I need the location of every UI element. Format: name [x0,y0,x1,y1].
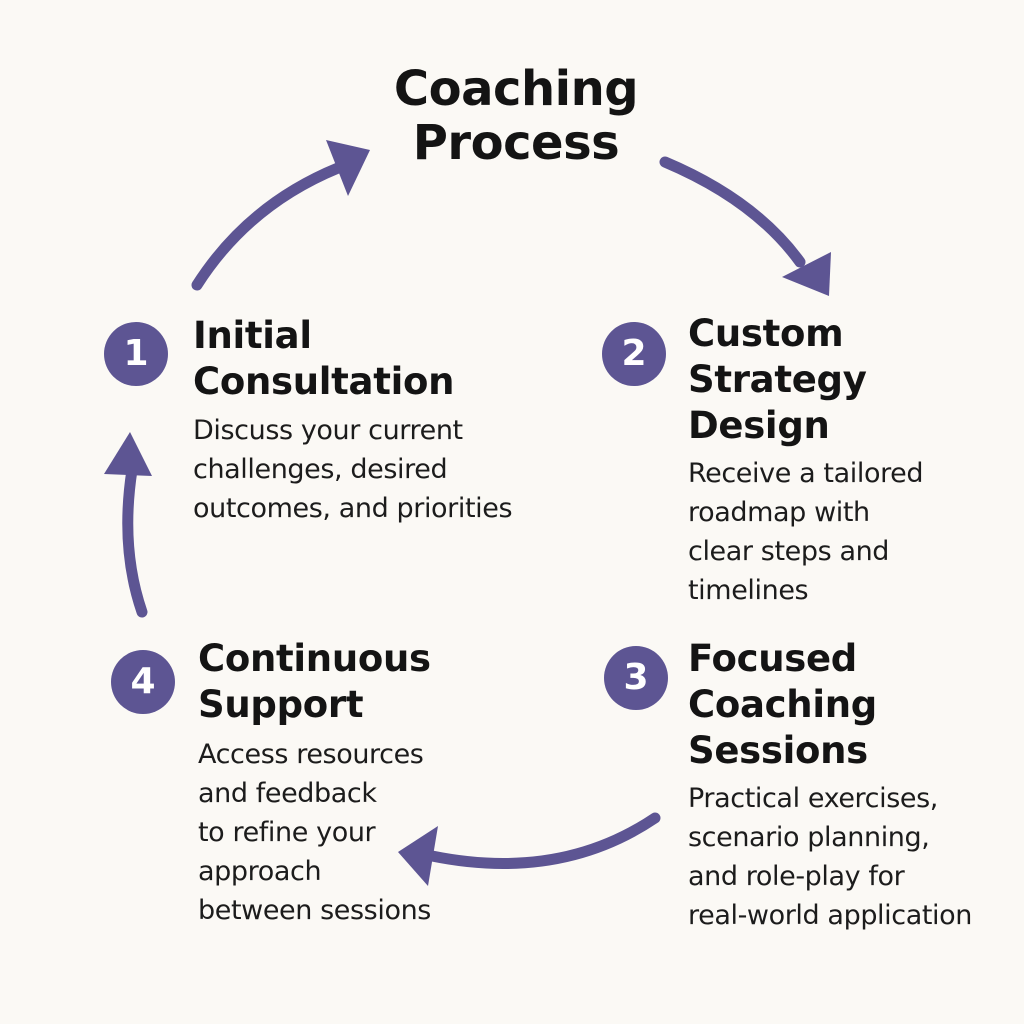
title-line-2: Process [412,115,620,171]
step-3-title: Focused Coaching Sessions [688,636,877,774]
step-3-desc-line-1: Practical exercises, [688,783,938,814]
step-2-title-line-2: Strategy [688,358,867,401]
step-2-title-line-3: Design [688,404,830,447]
title-line-1: Coaching [393,61,639,117]
step-4-desc-line-2: and feedback [198,778,377,809]
step-1-desc-line-1: Discuss your current [193,415,463,446]
step-2-description: Receive a tailored roadmap with clear st… [688,454,924,610]
step-4-title-line-2: Support [198,683,364,726]
step-2-title: Custom Strategy Design [688,311,867,449]
step-3-desc-line-4: real-world application [688,900,972,931]
step-1-title: Initial Consultation [193,313,454,405]
step-4-desc-line-3: to refine your [198,817,376,848]
step-2-desc-line-2: roadmap with [688,497,870,528]
step-3-number-badge: 3 [604,646,668,710]
step-3-description: Practical exercises, scenario planning, … [688,779,972,935]
arrow-step4-to-step1 [104,432,152,618]
step-2-desc-line-1: Receive a tailored [688,458,924,489]
page-title: Coaching Process [316,62,716,170]
step-1-description: Discuss your current challenges, desired… [193,411,513,528]
step-1-title-line-2: Consultation [193,360,455,403]
arrow-title-to-step2 [659,156,831,296]
step-4-title-line-1: Continuous [198,637,431,680]
step-3-title-line-3: Sessions [688,729,868,772]
step-1-number-badge: 1 [104,322,168,386]
step-1-desc-line-2: challenges, desired [193,454,448,485]
step-3-title-line-1: Focused [688,637,857,680]
step-4-desc-line-5: between sessions [198,895,431,926]
step-1-desc-line-3: outcomes, and priorities [193,493,513,524]
step-3-desc-line-3: and role-play for [688,861,905,892]
step-4-number-badge: 4 [111,650,175,714]
step-4-description: Access resources and feedback to refine … [198,735,431,930]
step-2-desc-line-4: timelines [688,575,809,606]
step-3-title-line-2: Coaching [688,683,877,726]
step-1-title-line-1: Initial [193,314,312,357]
step-4-title: Continuous Support [198,636,431,728]
step-4-desc-line-4: approach [198,856,322,887]
step-4-desc-line-1: Access resources [198,739,424,770]
arrow-step3-to-step4 [398,812,661,886]
step-2-desc-line-3: clear steps and [688,536,890,567]
step-2-number-badge: 2 [602,322,666,386]
step-3-desc-line-2: scenario planning, [688,822,930,853]
step-2-title-line-1: Custom [688,312,844,355]
arrow-step1-to-title [191,140,370,291]
